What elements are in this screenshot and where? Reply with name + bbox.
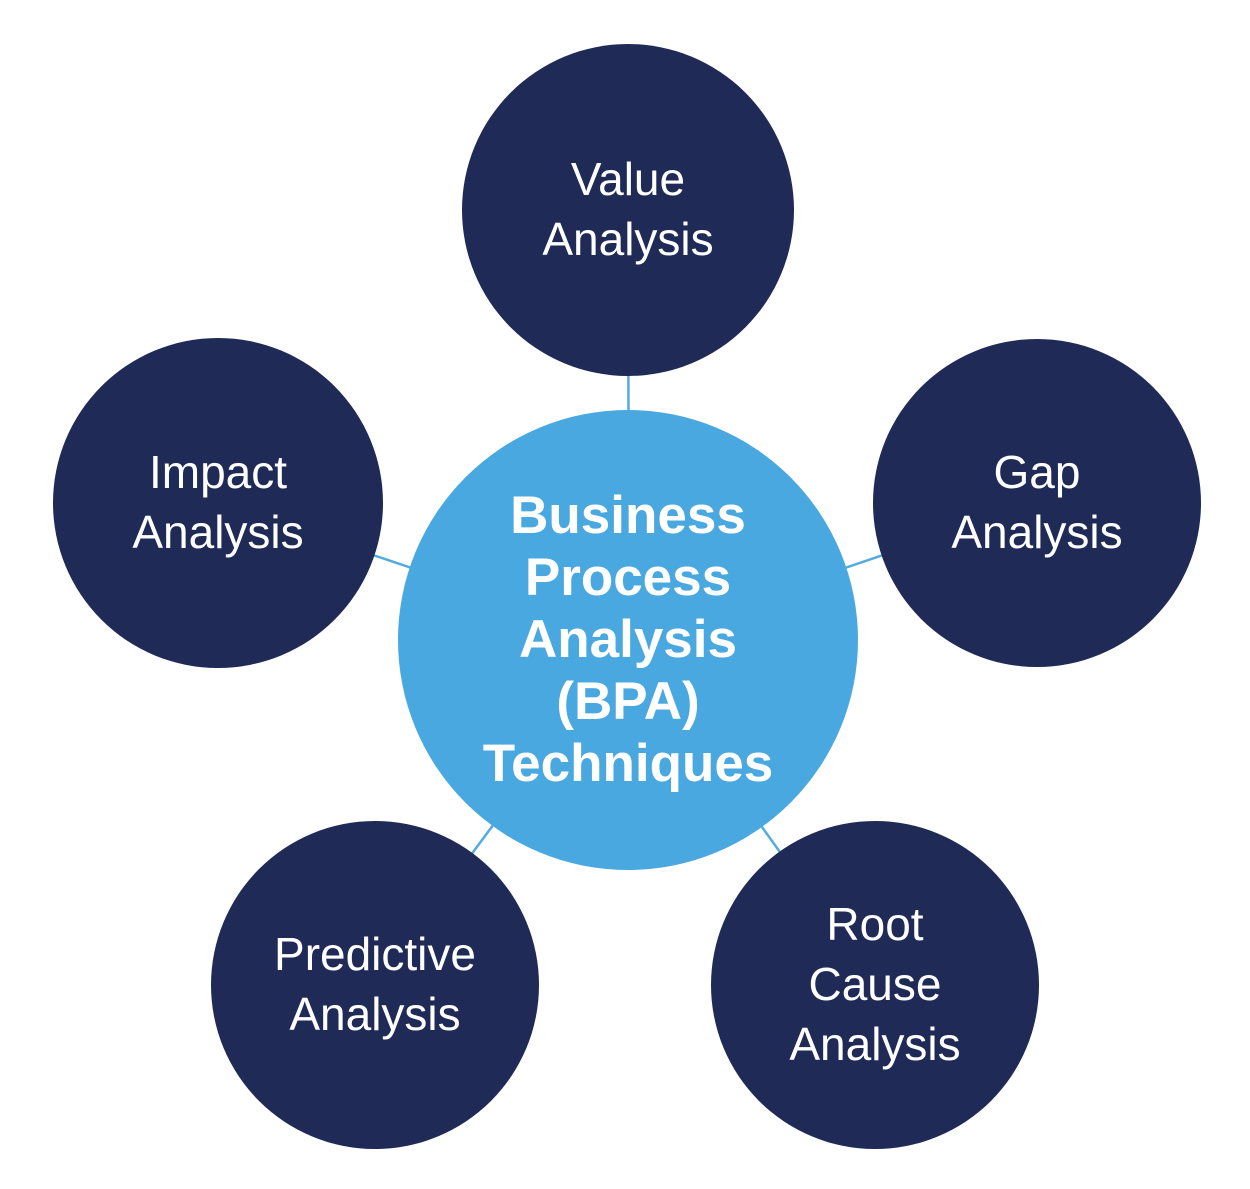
- node-root-cause-analysis-label: Root Cause Analysis: [789, 898, 961, 1070]
- node-gap-analysis-label: Gap Analysis: [951, 446, 1123, 558]
- node-predictive-analysis: Predictive Analysis: [211, 821, 539, 1149]
- node-value-analysis: Value Analysis: [462, 44, 794, 376]
- node-impact-analysis: Impact Analysis: [53, 338, 383, 668]
- node-predictive-analysis-label: Predictive Analysis: [274, 928, 476, 1040]
- node-root-cause-analysis: Root Cause Analysis: [711, 821, 1039, 1149]
- node-gap-analysis: Gap Analysis: [873, 339, 1201, 667]
- node-bpa-center-label: Business Process Analysis (BPA) Techniqu…: [482, 486, 774, 793]
- node-impact-analysis-label: Impact Analysis: [132, 446, 304, 558]
- node-bpa-center: Business Process Analysis (BPA) Techniqu…: [398, 410, 858, 870]
- node-value-analysis-label: Value Analysis: [542, 153, 714, 265]
